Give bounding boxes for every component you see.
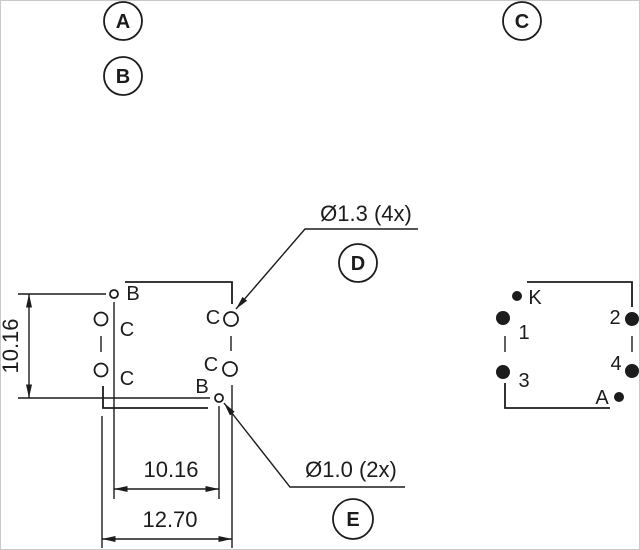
balloon-circle-e — [332, 498, 374, 540]
pin-pin-dot-2 — [625, 312, 639, 326]
pad-label-c: C — [206, 307, 220, 329]
pad-outline — [125, 281, 233, 304]
pin-label-k: K — [528, 287, 542, 309]
pin-pin-dot-4 — [625, 364, 639, 378]
pin-label-a: A — [595, 387, 609, 409]
pin-pin-dot-k — [512, 291, 522, 301]
pin-pin-dot-3 — [496, 365, 510, 379]
pin-pin-dot-a — [614, 392, 624, 402]
pin-pin-dot-1 — [496, 311, 510, 325]
pad-label-c: C — [120, 319, 134, 341]
balloon-circle-a — [103, 1, 143, 41]
dimension-value: 10.16 — [0, 318, 23, 373]
dimension-value: 12.70 — [142, 507, 197, 532]
balloon-letter-e: E — [346, 509, 359, 531]
balloon-letter-a: A — [116, 11, 130, 33]
pad-hole-c — [222, 361, 238, 377]
pin-label-4: 4 — [610, 353, 621, 375]
pad-hole-c — [93, 362, 109, 378]
pad-label-b: B — [126, 283, 139, 305]
pin-outline — [504, 383, 610, 409]
diameter-callout-text: Ø1.3 (4x) — [320, 201, 412, 226]
pad-label-c: C — [204, 354, 218, 376]
pad-hole-c — [93, 311, 109, 327]
pad-hole-b — [214, 393, 224, 403]
dimension-annotations: 10.16 10.16 12.70 — [0, 293, 233, 548]
balloon-letter-c: C — [515, 11, 529, 33]
pin-label-1: 1 — [518, 322, 529, 344]
diameter-callouts: Ø1.3 (4x) Ø1.0 (2x) — [223, 201, 418, 488]
balloon-letter-b: B — [116, 66, 130, 88]
pad-outline — [102, 386, 208, 409]
balloon-circle-c — [502, 1, 542, 41]
diameter-callout-text: Ø1.0 (2x) — [305, 457, 397, 482]
dimension-value: 10.16 — [143, 457, 198, 482]
balloon-circle-d — [338, 243, 378, 283]
balloon-circle-b — [103, 56, 143, 96]
balloon-letter-d: D — [351, 253, 365, 275]
pin-label-3: 3 — [518, 370, 529, 392]
pin-schematic-view: K 1 3 2 4A — [496, 281, 639, 409]
pin-outline — [527, 281, 633, 307]
pad-label-b: B — [195, 376, 208, 398]
pad-label-c: C — [120, 368, 134, 390]
leader-line — [235, 228, 418, 310]
leader-line — [223, 402, 405, 488]
pad-hole-c — [223, 311, 239, 327]
pin-label-2: 2 — [609, 307, 620, 329]
pad-hole-b — [109, 289, 119, 299]
